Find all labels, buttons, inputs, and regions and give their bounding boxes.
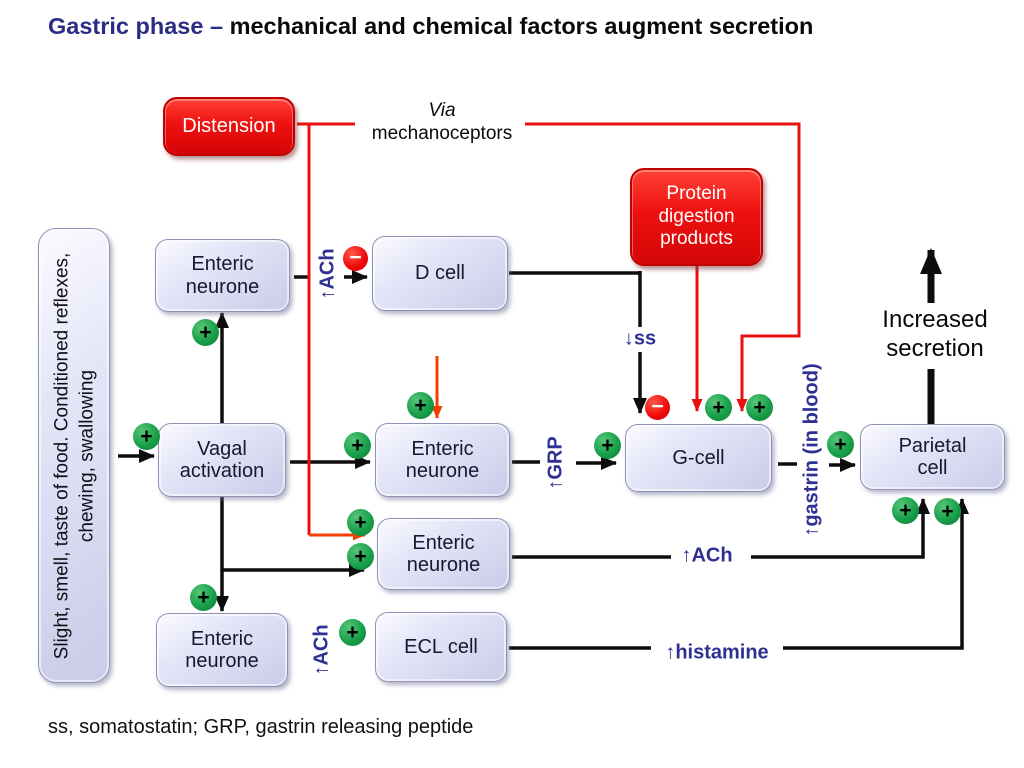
plus-badge-gcell-grp: + [594,432,621,459]
minus-badge-gcell: − [645,395,670,420]
plus-badge-gcell-protein: + [705,394,732,421]
plus-badge-enteric-top: + [192,319,219,346]
abbreviation-footnote: ss, somatostatin; GRP, gastrin releasing… [48,716,474,738]
node-enteric-neurone-top: Enteric neurone [155,239,290,312]
node-g-cell: G-cell [625,424,772,492]
plus-badge-enteric-lower-red: + [347,509,374,536]
node-cephalic-stimuli: Slight, smell, taste of food. Conditione… [38,228,110,683]
plus-badge-enteric-mid-top: + [407,392,434,419]
node-enteric-neurone-lower: Enteric neurone [377,518,510,590]
arrow-histamine-to-parietal [783,498,969,650]
plus-badge-ecl: + [339,619,366,646]
plus-badge-parietal-ach: + [892,497,919,524]
via-label-line2: mechanoceptors [371,122,513,144]
plus-badge-enteric-lower: + [347,543,374,570]
plus-badge-parietal-gastrin: + [827,431,854,458]
node-vagal-activation: Vagal activation [158,423,286,497]
ach-label-dcell: ↑ACh [316,246,340,302]
minus-badge-dcell: − [343,246,368,271]
title-highlight: Gastric phase – [48,13,224,39]
node-parietal-cell: Parietal cell [860,424,1005,490]
title-rest: mechanical and chemical factors augment … [223,13,814,39]
plus-badge-enteric-bottom: + [190,584,217,611]
plus-badge-enteric-mid: + [344,432,371,459]
via-label-line1: Via [428,100,456,121]
somatostatin-label: ↓ss [620,327,660,351]
red-arrow-distension-to-gcell [525,122,801,412]
arrow-ach-to-parietal [751,498,930,559]
node-d-cell: D cell [372,236,508,311]
cephalic-stimuli-label: Slight, smell, taste of food. Conditione… [51,252,97,660]
ach-label-parietal: ↑ACh [678,544,736,568]
increased-secretion-label: Increased secretion [882,306,988,362]
page-title: Gastric phase – mechanical and chemical … [48,13,813,40]
plus-badge-parietal-histamine: + [934,498,961,525]
node-ecl-cell: ECL cell [375,612,507,682]
plus-badge-vagal: + [133,423,160,450]
gastrin-in-blood-label: ↑gastrin (in blood) [800,361,824,539]
node-enteric-neurone-mid: Enteric neurone [375,423,510,497]
node-distension: Distension [163,97,295,156]
grp-label: ↑GRP [544,434,568,492]
node-protein-digestion-products: Protein digestion products [630,168,763,266]
histamine-label: ↑histamine [662,641,772,665]
node-enteric-neurone-bottom: Enteric neurone [156,613,288,687]
ach-label-ecl: ↑ACh [310,622,334,678]
plus-badge-gcell-distension: + [746,394,773,421]
via-mechanoceptors-label: Via mechanoceptors [367,100,517,146]
